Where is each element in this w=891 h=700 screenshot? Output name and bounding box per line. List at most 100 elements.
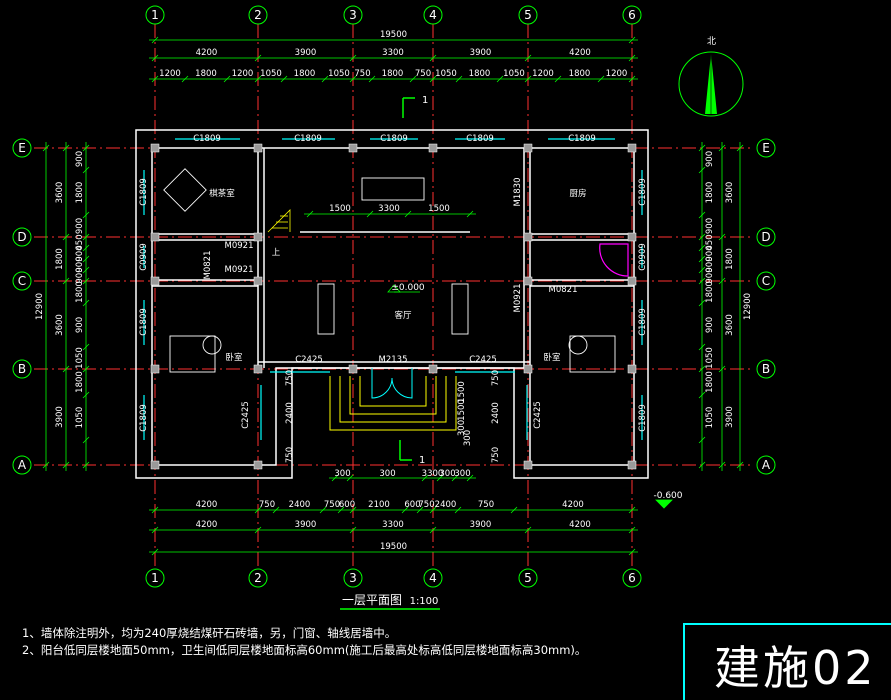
dim-left-details-tick-13: [82, 461, 90, 469]
axis-right-C-label: C: [762, 274, 770, 288]
drawing-scale: 1:100: [410, 596, 439, 607]
room-kitchen: 厨房: [569, 188, 586, 199]
axis-left-A-circle: [12, 455, 32, 475]
window-top-4: C1809: [568, 134, 596, 144]
dimension-lines: [42, 36, 744, 556]
dim-right-details-tick-9: [698, 343, 706, 351]
axis-right-B-label: B: [762, 362, 770, 376]
dim-bottom-details-tick-5: [349, 506, 357, 514]
axis-top-1-circle: [145, 5, 165, 25]
window-top-3: C1809: [466, 134, 494, 144]
dim-porch-text-2: 3300: [422, 469, 444, 479]
dim-left-details-tick-10: [82, 365, 90, 373]
dim-right-overall-tick-0: [736, 144, 744, 152]
dim-porch-tick-0: [331, 474, 339, 482]
porch-dim-8: 2400: [491, 402, 501, 424]
dim-top-bays-tick-0: [151, 54, 159, 62]
porch-dim-0: 750: [285, 370, 295, 386]
axis-bottom-2-label: 2: [254, 571, 262, 585]
dim-bottom-bays-text-2: 3300: [382, 520, 404, 530]
dim-top-details-text-14: 1200: [606, 69, 628, 79]
dim-bottom-bays-text-0: 4200: [196, 520, 218, 530]
window-side-0: C1809: [139, 178, 149, 206]
window-top-0: C1809: [193, 134, 221, 144]
dim-left-details-tick-0: [82, 144, 90, 152]
drawing-notes: 1、墙体除注明外，均为240厚烧结煤矸石砖墙，另，门窗、轴线居墙中。 2、阳台低…: [22, 625, 586, 659]
dim-top-overall-tick-0: [151, 36, 159, 44]
axis-right-A-label: A: [762, 458, 771, 472]
porch-dim-9: 750: [491, 447, 501, 463]
window-side-1: C0909: [139, 243, 149, 271]
dim-porch-text-4: 300: [454, 469, 470, 479]
dim-top-bays-text-0: 4200: [196, 48, 218, 58]
dim-top-bays-text-2: 3300: [382, 48, 404, 58]
column-3: [428, 143, 438, 153]
dim-right-bays-text-3: 3900: [725, 406, 735, 428]
axis-left-D-label: D: [17, 230, 26, 244]
axis-right-D-label: D: [761, 230, 770, 244]
axis-left-C-circle: [12, 271, 32, 291]
dim-right-details-text-8: 900: [705, 317, 715, 333]
dim-left-bays-tick-2: [62, 277, 70, 285]
dim-bottom-bays-text-1: 3900: [295, 520, 317, 530]
dim-dining-tick-0: [306, 210, 314, 218]
dim-bottom-details-tick-11: [628, 506, 636, 514]
axis-top-4-label: 4: [429, 8, 437, 22]
dim-left-details-tick-3: [82, 233, 90, 241]
dim-left-bays-tick-3: [62, 365, 70, 373]
axis-bottom-4-circle: [423, 568, 443, 588]
window-front-left: C2425: [295, 355, 323, 365]
axis-right-B-circle: [756, 359, 776, 379]
furniture: [163, 168, 616, 373]
dim-right-details-text-4: 900: [705, 245, 715, 261]
dim-porch-tick-3: [436, 474, 444, 482]
dim-porch-text-0: 300: [334, 469, 350, 479]
dim-dining-tick-2: [404, 210, 412, 218]
dim-bottom-details-tick-6: [401, 506, 409, 514]
dim-bottom-details-tick-10: [510, 506, 518, 514]
axis-top-2-label: 2: [254, 8, 262, 22]
dim-top-details-text-5: 1050: [328, 69, 350, 79]
dim-right-overall-text-0: 12900: [743, 293, 753, 320]
note-1: 1、墙体除注明外，均为240厚烧结煤矸石砖墙，另，门窗、轴线居墙中。: [22, 626, 397, 640]
section-mark-bottom: 1: [419, 455, 425, 466]
dim-bottom-overall-tick-1: [628, 548, 636, 556]
axis-top-4-circle: [423, 5, 443, 25]
dim-top-details-tick-1: [181, 75, 189, 83]
axis-bottom-1-circle: [145, 568, 165, 588]
axis-bottom-5-circle: [518, 568, 538, 588]
dim-top-bays-tick-4: [524, 54, 532, 62]
column-10: [150, 276, 160, 286]
room-living: 客厅: [394, 310, 412, 321]
dim-left-bays-text-1: 1800: [55, 248, 65, 270]
floor-elevation: ±0.000: [391, 283, 425, 293]
dim-right-details-tick-10: [698, 365, 706, 373]
dim-left-details-tick-7: [82, 277, 90, 285]
dim-bottom-details-tick-8: [429, 506, 437, 514]
dim-right-bays-tick-3: [718, 365, 726, 373]
dim-top-overall-text-0: 19500: [380, 30, 407, 40]
dim-bottom-details-text-7: 750: [418, 500, 434, 510]
axis-bottom-4-label: 4: [429, 571, 437, 585]
dim-left-details-tick-2: [82, 211, 90, 219]
axis-bottom-1-label: 1: [151, 571, 159, 585]
dim-top-details-tick-3: [254, 75, 262, 83]
dim-bottom-bays-tick-3: [429, 526, 437, 534]
dim-left-overall-text-0: 12900: [35, 293, 45, 320]
window-side-6: C1809: [638, 308, 648, 336]
dim-top-details-text-10: 1800: [469, 69, 491, 79]
dim-bottom-overall-tick-0: [151, 548, 159, 556]
window-top-1: C1809: [294, 134, 322, 144]
dim-top-bays-tick-2: [349, 54, 357, 62]
dim-left-details-tick-1: [82, 166, 90, 174]
dim-bottom-details-tick-0: [151, 506, 159, 514]
bathroom-fixtures: [599, 243, 629, 277]
axis-left-D-circle: [12, 227, 32, 247]
dim-right-bays-text-0: 3600: [725, 182, 735, 204]
axis-top-5-label: 5: [524, 8, 532, 22]
dim-top-details-tick-13: [554, 75, 562, 83]
north-arrow: [678, 51, 744, 117]
dim-top-overall-tick-1: [628, 36, 636, 44]
